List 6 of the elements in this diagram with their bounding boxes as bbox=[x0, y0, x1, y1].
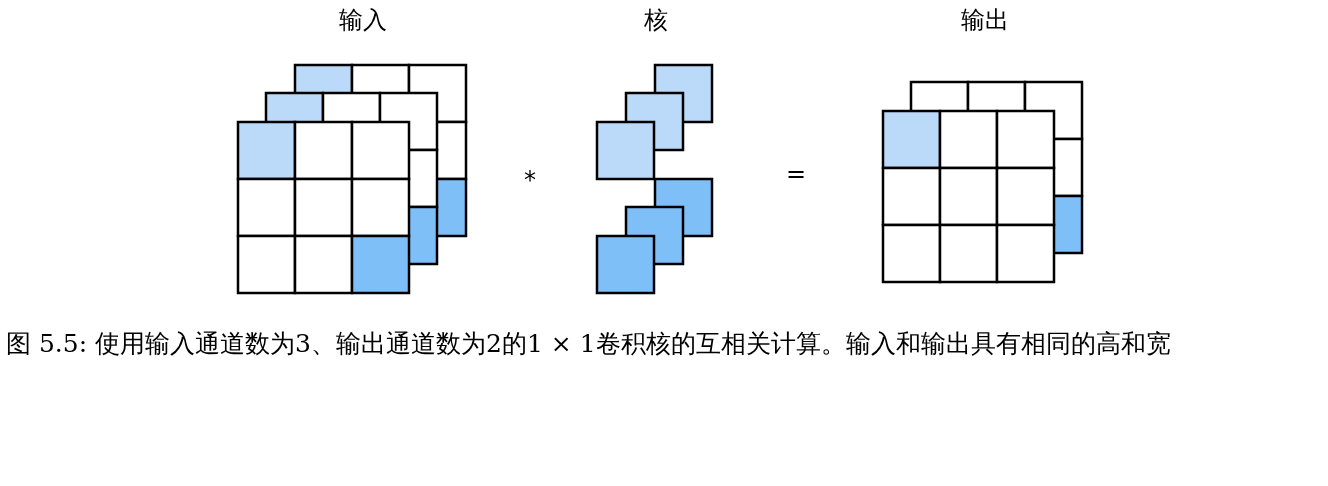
figure-caption: 图 5.5: 使用输入通道数为3、输出通道数为2的1 × 1卷积核的互相关计算。输入和输出具有相同的高和宽 bbox=[6, 328, 1172, 360]
equals-sign: = bbox=[785, 160, 807, 188]
kernel-label: 核 bbox=[644, 5, 668, 36]
input-label: 输入 bbox=[339, 5, 387, 36]
convolution-operator: * bbox=[524, 166, 536, 194]
output-label: 输出 bbox=[961, 5, 1009, 36]
